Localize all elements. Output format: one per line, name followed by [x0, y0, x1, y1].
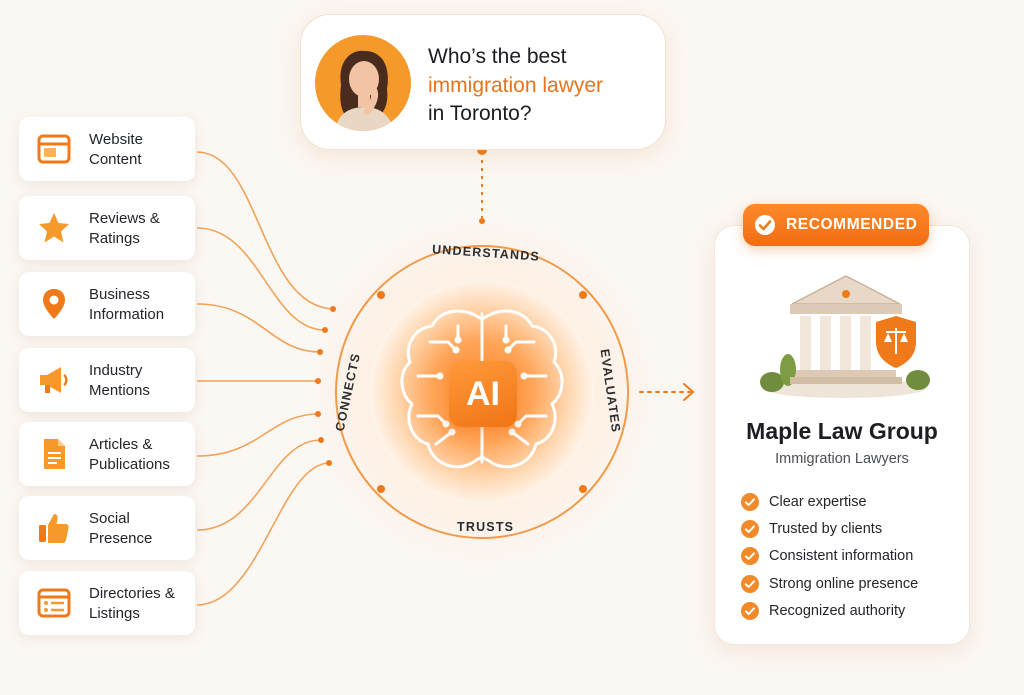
source-label: Business Information [89, 286, 165, 323]
source-connectors [196, 151, 334, 606]
question-line-1: Who’s the best [428, 45, 567, 68]
document-icon [44, 439, 65, 469]
ring-dots [377, 291, 587, 493]
source-card-articles-publications: Articles & Publications [19, 422, 195, 486]
source-label: Website Content [89, 131, 143, 168]
location-pin-icon [43, 289, 65, 319]
feature-item: Recognized authority [741, 601, 905, 621]
source-label: Reviews & Ratings [89, 210, 160, 247]
feature-text: Consistent information [769, 548, 914, 564]
source-label: Industry Mentions [89, 362, 150, 399]
output-arrow-icon [639, 383, 695, 401]
source-card-website-content: Website Content [19, 117, 195, 181]
firm-name: Maple Law Group [746, 418, 938, 444]
source-card-directories-listings: Directories & Listings [19, 571, 195, 635]
brain-nodes [436, 336, 528, 436]
feature-text: Clear expertise [769, 494, 867, 510]
source-connector-dots [315, 306, 336, 466]
ai-chip: AI [449, 361, 517, 427]
feature-text: Trusted by clients [769, 521, 883, 537]
directory-list-icon [37, 588, 71, 618]
source-card-social-presence: Social Presence [19, 496, 195, 560]
feature-item: Consistent information [741, 546, 913, 566]
question-text: Who’s the best immigration lawyer in Tor… [428, 43, 603, 129]
question-highlight: immigration lawyer [428, 73, 604, 97]
thumbs-up-icon [39, 514, 69, 543]
check-circle-icon [741, 575, 759, 593]
feature-item: Strong online presence [741, 574, 918, 594]
feature-text: Recognized authority [769, 603, 906, 619]
star-icon [39, 213, 69, 243]
question-line-3: in Toronto? [428, 102, 532, 125]
source-label: Articles & Publications [89, 436, 170, 473]
feature-item: Clear expertise [741, 492, 867, 512]
feature-item: Trusted by clients [741, 519, 882, 539]
browser-window-icon [37, 134, 71, 164]
question-connector [477, 145, 487, 224]
firm-type: Immigration Lawyers [775, 451, 909, 467]
courthouse-icon [760, 275, 930, 398]
badge-label: RECOMMENDED [786, 216, 918, 233]
person-thinking-icon [315, 35, 411, 131]
question-bubble: Who’s the best immigration lawyer in Tor… [300, 14, 666, 150]
source-card-industry-mentions: Industry Mentions [19, 348, 195, 412]
source-label: Social Presence [89, 510, 153, 547]
check-circle-icon [741, 520, 759, 538]
check-circle-icon [741, 547, 759, 565]
recommended-badge: RECOMMENDED [743, 204, 929, 246]
check-circle-icon [741, 602, 759, 620]
feature-text: Strong online presence [769, 576, 919, 592]
ring-label-trusts: TRUSTS [457, 520, 515, 534]
source-card-business-information: Business Information [19, 272, 195, 336]
megaphone-icon [40, 367, 68, 393]
check-circle-icon [755, 215, 775, 235]
check-circle-icon [741, 493, 759, 511]
source-label: Directories & Listings [89, 585, 175, 622]
process-ring [335, 245, 629, 539]
source-card-reviews-ratings: Reviews & Ratings [19, 196, 195, 260]
